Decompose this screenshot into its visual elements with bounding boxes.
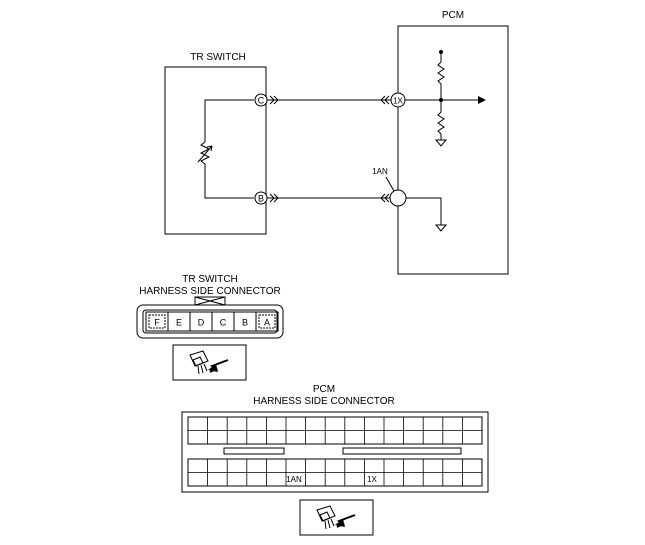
harness-wires xyxy=(267,95,392,203)
pin-b-label: B xyxy=(258,194,264,204)
pcm-key-slot-right xyxy=(342,447,462,455)
connector-chevron-icon xyxy=(380,95,390,105)
pin-1an-circle xyxy=(389,189,407,207)
tr-switch-connector-view: TR SWITCH HARNESS SIDE CONNECTOR F E D C B A xyxy=(136,274,284,339)
pcm-terminal-grid xyxy=(188,417,482,486)
plug-face-icon xyxy=(319,511,331,522)
pull-up-resistor-icon xyxy=(437,61,445,100)
pin-1x-label: 1X xyxy=(393,97,403,106)
connector-chevron-icon xyxy=(269,193,279,203)
ground-icon xyxy=(434,224,448,232)
pcm-label: PCM xyxy=(442,10,464,21)
tr-terminal-label: E xyxy=(176,318,182,328)
tr-switch-internal-wire xyxy=(204,99,254,199)
signal-arrow-icon xyxy=(478,96,486,104)
variable-resistor-arrow-line xyxy=(197,145,213,163)
tr-terminal-label: B xyxy=(242,318,248,328)
pin-c-label: C xyxy=(258,96,265,106)
tr-terminal-label: F xyxy=(154,318,160,328)
ground-wire xyxy=(406,197,442,225)
tr-connector-inner xyxy=(142,309,278,334)
pcm-connector-title-1: PCM xyxy=(313,384,335,395)
pcm-terminal-1x: 1X xyxy=(367,475,377,484)
tr-terminal-label: C xyxy=(220,318,227,328)
tr-terminal-cell xyxy=(255,311,279,332)
ground-icon xyxy=(434,139,448,147)
pcm-connector-view: PCM HARNESS SIDE CONNECTOR 1AN 1X xyxy=(181,384,489,493)
view-arrowhead-icon xyxy=(335,519,345,527)
callout-1an-leader xyxy=(385,176,395,192)
pcm-connector-outer xyxy=(181,411,489,493)
pcm-terminal-1an: 1AN xyxy=(286,475,302,484)
pcm-box xyxy=(397,25,509,275)
tr-switch-box xyxy=(164,66,267,235)
tr-terminal-label: A xyxy=(264,318,270,328)
plug-body-icon xyxy=(316,505,336,522)
pull-down-resistor-icon xyxy=(437,100,445,140)
tr-connector-outer xyxy=(136,304,284,339)
harness-connector-view-icon xyxy=(172,344,247,381)
plug-wires-icon xyxy=(324,518,335,530)
tr-terminal-label: D xyxy=(198,318,205,328)
tr-terminal-highlight xyxy=(258,314,276,329)
variable-resistor-arrowhead-icon xyxy=(206,145,213,152)
supply-dot xyxy=(439,50,443,54)
plug-wires-icon xyxy=(197,363,208,375)
tr-switch-label: TR SWITCH xyxy=(190,52,246,63)
latch-cross xyxy=(194,296,226,306)
plug-face-icon xyxy=(192,356,204,367)
pcm-key-slot-left xyxy=(223,447,285,455)
tr-switch-block: TR SWITCH C B xyxy=(164,52,268,235)
connector-chevron-icon xyxy=(269,95,279,105)
tr-connector-title-2: HARNESS SIDE CONNECTOR xyxy=(139,286,281,297)
tr-connector-title-1: TR SWITCH xyxy=(182,274,238,285)
view-arrowhead-icon xyxy=(208,364,218,372)
icon-frame xyxy=(299,499,374,536)
harness-connector-view-icon xyxy=(299,499,374,536)
pcm-connector-title-2: HARNESS SIDE CONNECTOR xyxy=(253,396,395,407)
tr-terminal-highlight xyxy=(148,314,166,329)
plug-body-icon xyxy=(189,350,209,367)
callout-1an-label: 1AN xyxy=(372,167,388,176)
icon-frame xyxy=(172,344,247,381)
pcm-block: PCM 1X 1AN xyxy=(372,10,509,275)
connector-chevron-icon xyxy=(380,193,390,203)
variable-resistor-icon xyxy=(199,141,211,165)
